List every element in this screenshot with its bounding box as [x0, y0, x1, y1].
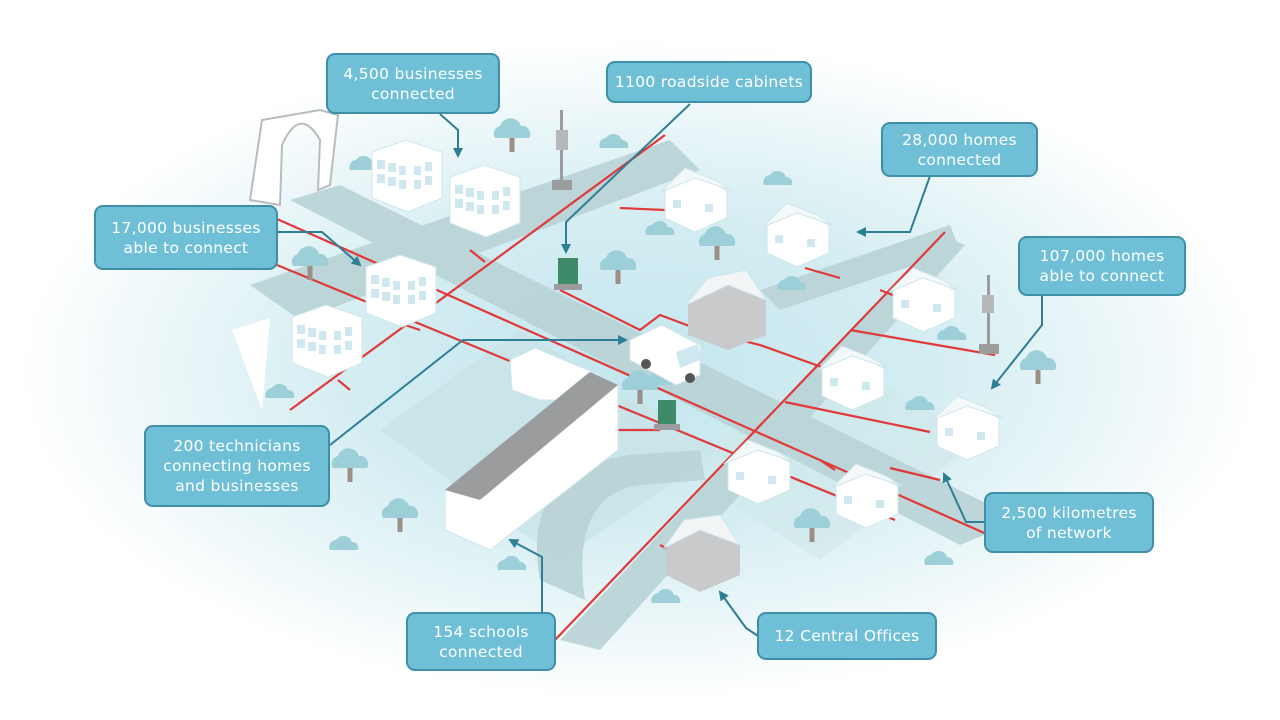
callout-businesses-connected: 4,500 businesses connected [326, 53, 500, 114]
callout-arrows [278, 103, 1043, 637]
arrow-kilometres [942, 472, 986, 523]
callout-homes-able-to-connect: 107,000 homes able to connect [1018, 236, 1186, 296]
technician-van [629, 324, 701, 386]
callout-text: 28,000 homes connected [902, 130, 1017, 169]
callout-text: 200 technicians connecting homes and bus… [163, 437, 311, 495]
arrow-central-offices [718, 590, 759, 637]
school-building [444, 347, 619, 551]
callout-homes-connected: 28,000 homes connected [881, 122, 1038, 177]
callout-text: 1100 roadside cabinets [614, 73, 804, 91]
callout-text: 12 Central Offices [774, 627, 920, 645]
callout-businesses-able-to-connect: 17,000 businesses able to connect [94, 205, 278, 270]
central-office-buildings [663, 269, 768, 592]
roadside-cabinets [554, 258, 680, 430]
callout-schools-connected: 154 schools connected [406, 612, 556, 671]
callout-roadside-cabinets: 1100 roadside cabinets [606, 61, 812, 103]
cone-sculpture [232, 318, 270, 410]
callout-technicians: 200 technicians connecting homes and bus… [144, 425, 330, 507]
arrow-businesses-connected [439, 113, 463, 158]
arrow-homes-able [990, 296, 1043, 390]
arrow-roadside-cabinets [561, 103, 691, 254]
callout-kilometres-of-network: 2,500 kilometres of network [984, 492, 1154, 553]
arrow-homes-connected [856, 175, 931, 237]
stone-arch [248, 108, 340, 207]
callout-text: 107,000 homes able to connect [1039, 247, 1165, 285]
callout-central-offices: 12 Central Offices [757, 612, 937, 660]
arrow-schools [508, 539, 543, 614]
cell-towers [552, 110, 999, 354]
callout-text: 4,500 businesses connected [343, 64, 483, 103]
roads [250, 140, 1020, 650]
arrow-technicians [329, 335, 628, 446]
callout-text: 17,000 businesses able to connect [111, 218, 261, 257]
callout-text: 2,500 kilometres of network [1001, 503, 1137, 542]
callout-text: 154 schools connected [433, 622, 529, 661]
arrow-businesses-able [278, 231, 362, 267]
